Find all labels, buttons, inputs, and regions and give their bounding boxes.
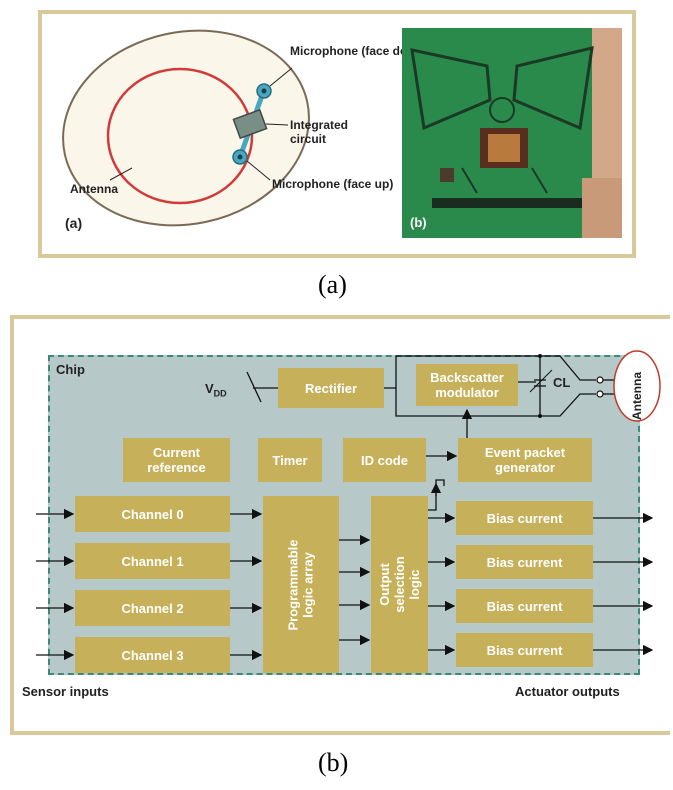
channel-2-block: Channel 2 bbox=[75, 590, 230, 626]
label-sub-b: (b) bbox=[410, 215, 427, 230]
current-reference-block: Current reference bbox=[123, 438, 230, 482]
label-integrated-circuit: Integrated circuit bbox=[290, 118, 349, 146]
antenna-symbol bbox=[613, 350, 661, 422]
label-microphone-face-down: Microphone (face down) bbox=[290, 44, 428, 58]
label-sub-a: (a) bbox=[65, 215, 83, 231]
bias-current-block-3: Bias current bbox=[456, 589, 593, 623]
channel-3-label: Channel 3 bbox=[121, 647, 184, 663]
rectifier-label: Rectifier bbox=[304, 380, 358, 396]
backscatter-modulator-block: Backscatter modulator bbox=[416, 364, 518, 406]
pcb-photo-drawing bbox=[402, 28, 622, 238]
label-microphone-face-up: Microphone (face up) bbox=[272, 177, 394, 191]
tag-disc bbox=[62, 29, 310, 227]
bias-current-block-2: Bias current bbox=[456, 545, 593, 579]
id-code-label: ID code bbox=[361, 452, 408, 468]
vdd-main: V bbox=[205, 381, 214, 396]
channel-1-block: Channel 1 bbox=[75, 543, 230, 579]
current-reference-label: Current reference bbox=[147, 445, 206, 475]
bias-current-label-4: Bias current bbox=[486, 642, 563, 658]
bias-current-block-1: Bias current bbox=[456, 501, 593, 535]
bias-current-label-1: Bias current bbox=[486, 510, 563, 526]
sensor-inputs-label: Sensor inputs bbox=[22, 684, 109, 699]
channel-0-label: Channel 0 bbox=[121, 506, 184, 522]
caption-a: (a) bbox=[318, 270, 347, 299]
programmable-logic-array-block: Programmable logic array bbox=[263, 496, 339, 673]
channel-0-block: Channel 0 bbox=[75, 496, 230, 532]
backscatter-modulator-label: Backscatter modulator bbox=[430, 370, 504, 400]
channel-1-label: Channel 1 bbox=[121, 553, 184, 569]
channel-3-block: Channel 3 bbox=[75, 637, 230, 673]
timer-block: Timer bbox=[258, 438, 322, 482]
actuator-outputs-label: Actuator outputs bbox=[515, 684, 620, 699]
chip-label: Chip bbox=[56, 362, 85, 377]
event-packet-generator-label: Event packet generator bbox=[484, 445, 566, 475]
rectifier-block: Rectifier bbox=[278, 368, 384, 408]
caption-b: (b) bbox=[318, 748, 349, 777]
channel-2-label: Channel 2 bbox=[121, 600, 184, 616]
vdd-subscript: DD bbox=[213, 388, 227, 399]
antenna-label: Antenna bbox=[630, 372, 644, 420]
cl-label: CL bbox=[553, 375, 571, 390]
bias-current-block-4: Bias current bbox=[456, 633, 593, 667]
integrated-circuit bbox=[232, 108, 268, 140]
id-code-block: ID code bbox=[343, 438, 426, 482]
label-antenna: Antenna bbox=[70, 182, 118, 196]
bias-current-label-2: Bias current bbox=[486, 554, 563, 570]
vdd-label: VDD bbox=[205, 381, 227, 399]
output-selection-logic-block: Output selection logic bbox=[371, 496, 428, 673]
bias-current-label-3: Bias current bbox=[486, 598, 563, 614]
antenna-loop bbox=[106, 67, 254, 205]
timer-label: Timer bbox=[272, 452, 308, 468]
pcb-photo: (b) bbox=[402, 28, 622, 238]
event-packet-generator-block: Event packet generator bbox=[458, 438, 592, 482]
